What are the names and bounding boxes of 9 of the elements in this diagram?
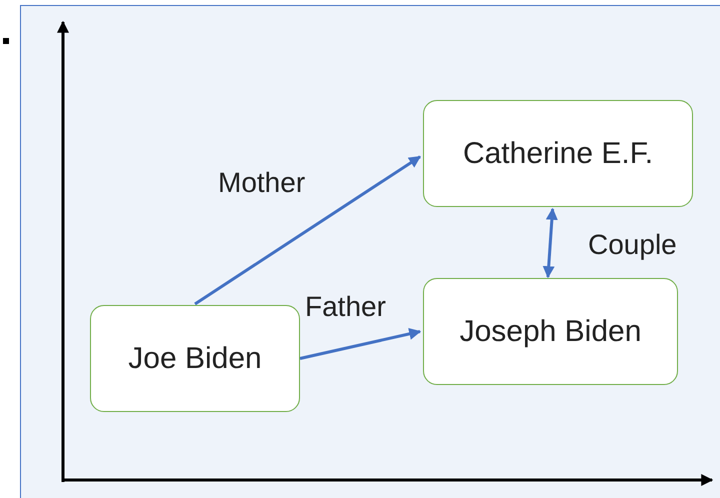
person-box [90, 305, 300, 412]
node-label: Joe Biden [128, 342, 262, 376]
person-box [423, 278, 678, 385]
node-label: Catherine E.F. [462, 136, 654, 170]
arrow [194, 155, 421, 306]
node-label: Joseph Biden [460, 314, 642, 348]
person-box [423, 100, 693, 207]
arrow [300, 328, 422, 360]
arrow [542, 208, 558, 278]
